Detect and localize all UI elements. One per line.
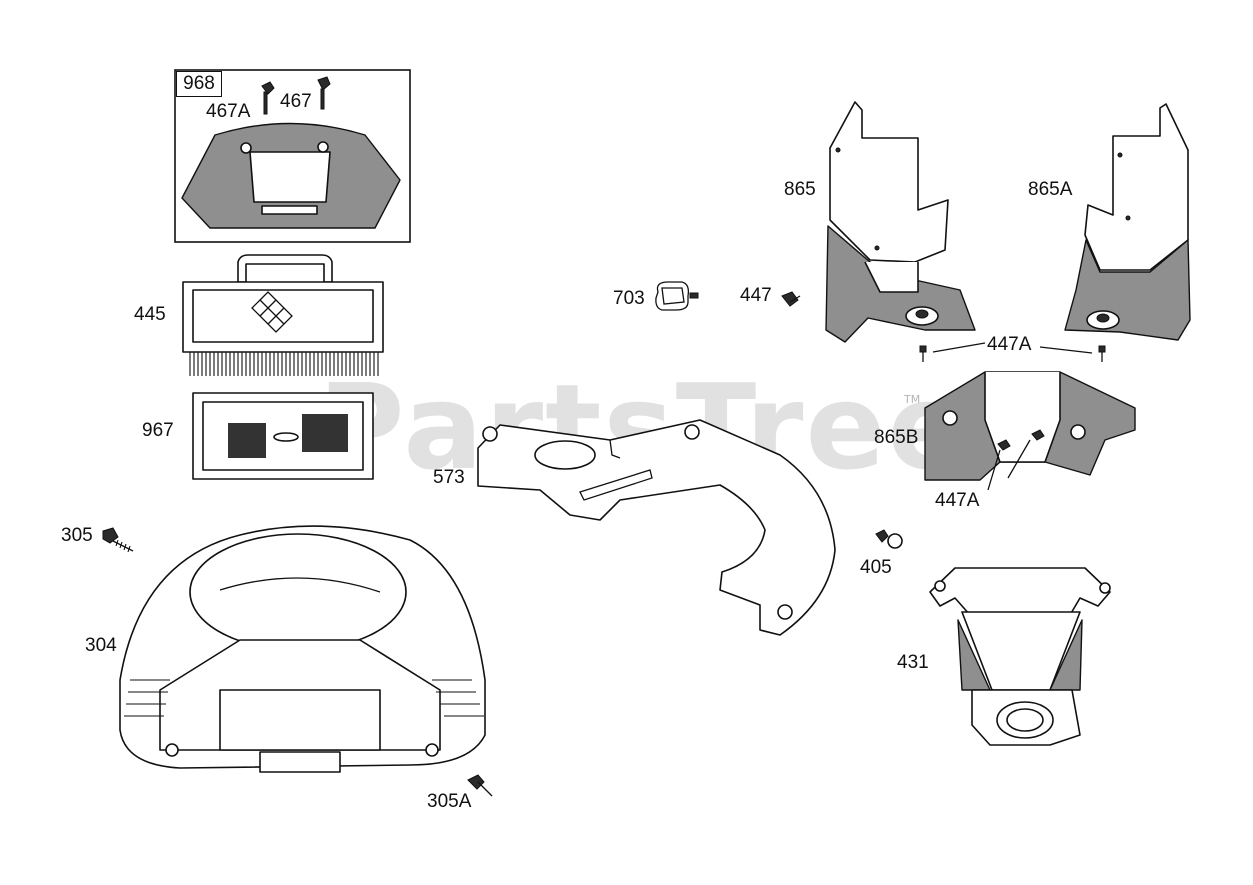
part-445-air-filter[interactable] [182,254,384,376]
part-467a-screw[interactable] [261,81,275,115]
callout-305[interactable]: 305 [61,525,93,546]
part-573-baffle[interactable] [477,419,836,636]
leader-447a-top [932,342,1093,354]
callout-431[interactable]: 431 [897,652,929,673]
kit-968-label[interactable]: 968 [176,71,222,97]
part-447a-screw-left[interactable] [919,345,927,362]
part-467-screw[interactable] [317,76,331,110]
part-865-shroud[interactable] [825,101,976,343]
callout-573[interactable]: 573 [433,467,465,488]
part-447-screw[interactable] [781,291,801,307]
part-865a-shroud[interactable] [1064,103,1191,341]
part-447a-screw-right[interactable] [1098,345,1106,362]
callout-865a[interactable]: 865A [1028,179,1073,200]
callout-703[interactable]: 703 [613,288,645,309]
callout-447[interactable]: 447 [740,285,772,306]
callout-304[interactable]: 304 [85,635,117,656]
part-305a-bolt[interactable] [467,774,493,797]
part-304-blower-housing[interactable] [119,525,486,773]
watermark-trademark: TM [904,393,921,406]
callout-967[interactable]: 967 [142,420,174,441]
part-968-cover[interactable] [181,122,401,229]
callout-445[interactable]: 445 [134,304,166,325]
part-865b-shroud[interactable] [924,371,1136,491]
callout-865b[interactable]: 865B [874,427,919,448]
kit-968-frame [174,69,411,243]
callout-447a-top[interactable]: 447A [987,334,1032,355]
part-967-pre-cleaner[interactable] [192,392,374,480]
callout-305a[interactable]: 305A [427,791,472,812]
callout-447a-bottom[interactable]: 447A [935,490,980,511]
callout-467a[interactable]: 467A [206,101,251,122]
part-431-air-intake[interactable] [929,567,1111,746]
callout-467[interactable]: 467 [280,91,312,112]
callout-405[interactable]: 405 [860,557,892,578]
part-305-bolt[interactable] [102,527,134,553]
part-703-clip[interactable] [655,281,699,311]
callout-865[interactable]: 865 [784,179,816,200]
part-405-screw[interactable] [875,529,903,549]
